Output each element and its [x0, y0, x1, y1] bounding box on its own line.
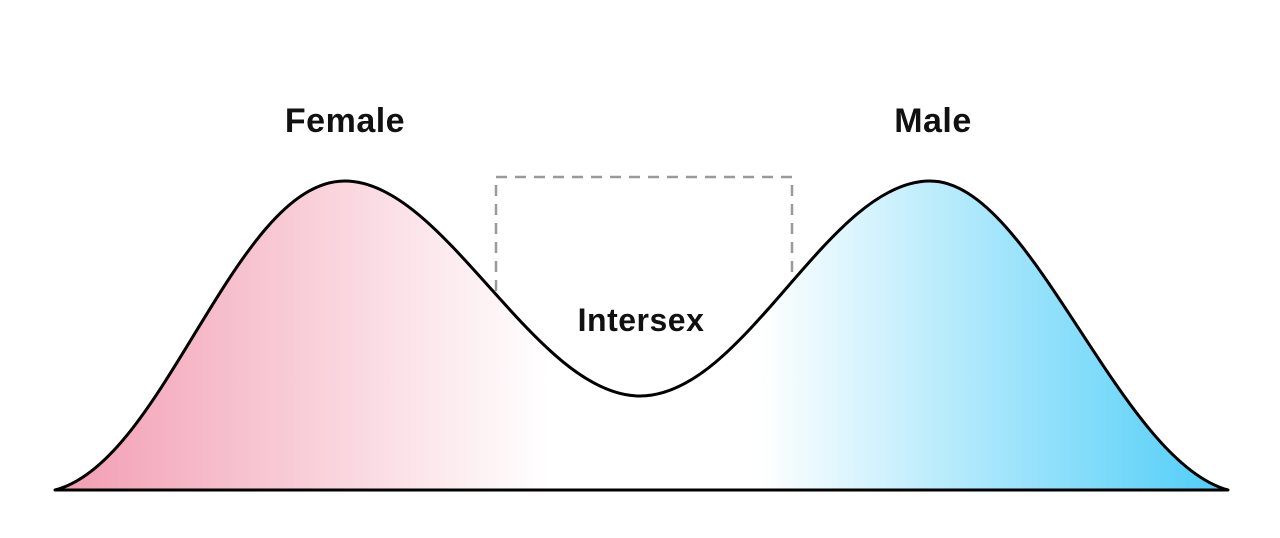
- male-label: Male: [894, 102, 972, 140]
- female-label: Female: [285, 102, 405, 140]
- distribution-curve: [53, 179, 1230, 492]
- intersex-label: Intersex: [578, 302, 705, 338]
